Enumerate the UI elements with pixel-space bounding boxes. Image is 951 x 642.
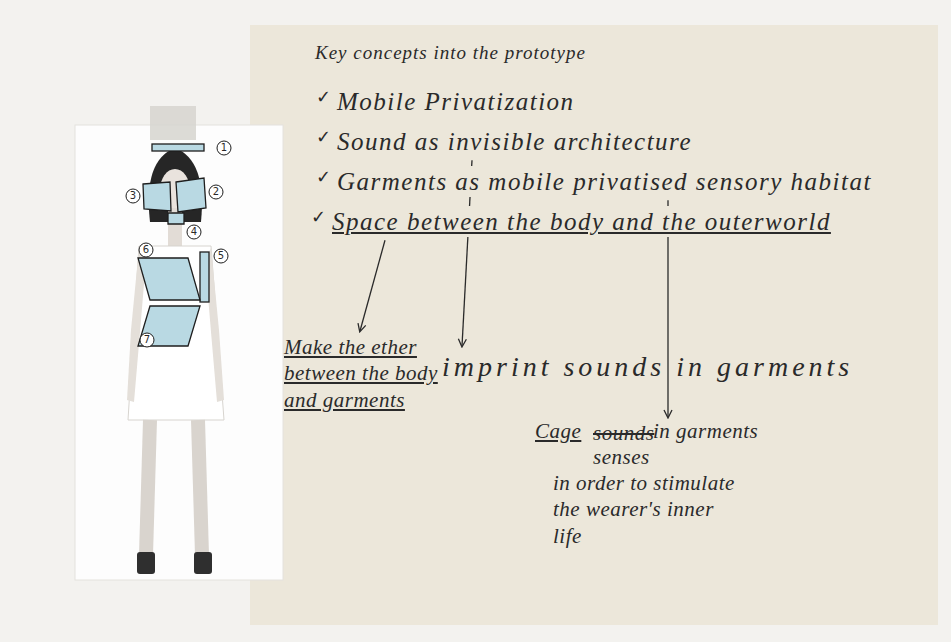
note-text: Space between the body and the outerworl… — [332, 206, 831, 237]
callout-number: 6 — [143, 245, 149, 255]
note-text: Mobile Privatization — [337, 86, 575, 117]
callout-circle — [217, 141, 231, 155]
callout-number: 3 — [130, 191, 136, 201]
blue-panel — [138, 306, 200, 346]
blue-panel — [143, 182, 171, 211]
note-text: Make the ether between the body and garm… — [284, 334, 452, 413]
leg — [198, 420, 202, 555]
leg — [146, 420, 150, 555]
callout-circle — [126, 189, 140, 203]
check-mark: ✓ — [311, 208, 326, 226]
note-text: in garments — [653, 418, 758, 444]
concept-note: Make the ether between the body and garm… — [282, 332, 454, 415]
callout-circle — [139, 243, 153, 257]
shoe — [194, 552, 212, 574]
shoe — [137, 552, 155, 574]
callout-circle — [214, 249, 228, 263]
note-text: senses — [593, 444, 650, 470]
note-text: imprint sounds in garments — [442, 349, 853, 384]
arrow-connector — [360, 240, 385, 331]
concept-note: Mobile Privatization — [335, 84, 577, 119]
callout-number: 1 — [221, 143, 227, 153]
note-text: Cage — [535, 418, 581, 444]
callout-circle — [209, 185, 223, 199]
dress — [128, 246, 224, 420]
callout-number: 2 — [213, 187, 219, 197]
blue-panel — [176, 178, 206, 212]
check-mark: ✓ — [316, 88, 331, 106]
blue-panel — [200, 252, 209, 302]
check-mark: ✓ — [316, 168, 331, 186]
blue-panel — [168, 213, 184, 224]
callout-number: 7 — [144, 335, 150, 345]
tape — [150, 106, 196, 140]
concept-note: Space between the body and the outerworl… — [330, 204, 833, 239]
callout-number: 5 — [218, 251, 224, 261]
blue-panel — [152, 144, 204, 151]
photo-card — [75, 125, 283, 580]
heading: Key concepts into the prototype — [315, 42, 586, 64]
note-text: Sound as invisible architecture — [337, 126, 692, 157]
blue-panel — [138, 258, 200, 300]
check-mark: ✓ — [316, 128, 331, 146]
callout-number: 4 — [191, 227, 197, 237]
callout-circle — [140, 333, 154, 347]
note-text: Garments as mobile privatised sensory ha… — [337, 166, 872, 197]
concept-note: Sound as invisible architecture — [335, 124, 694, 159]
concept-note: imprint sounds in garments — [440, 347, 855, 386]
concept-note: Garments as mobile privatised sensory ha… — [335, 164, 874, 199]
note-text: in order to stimulate the wearer's inner… — [553, 470, 738, 549]
note-text: sounds — [593, 420, 654, 446]
concept-note: Cage soundsin garmentssensesin order to s… — [535, 418, 767, 557]
callout-circle — [187, 225, 201, 239]
